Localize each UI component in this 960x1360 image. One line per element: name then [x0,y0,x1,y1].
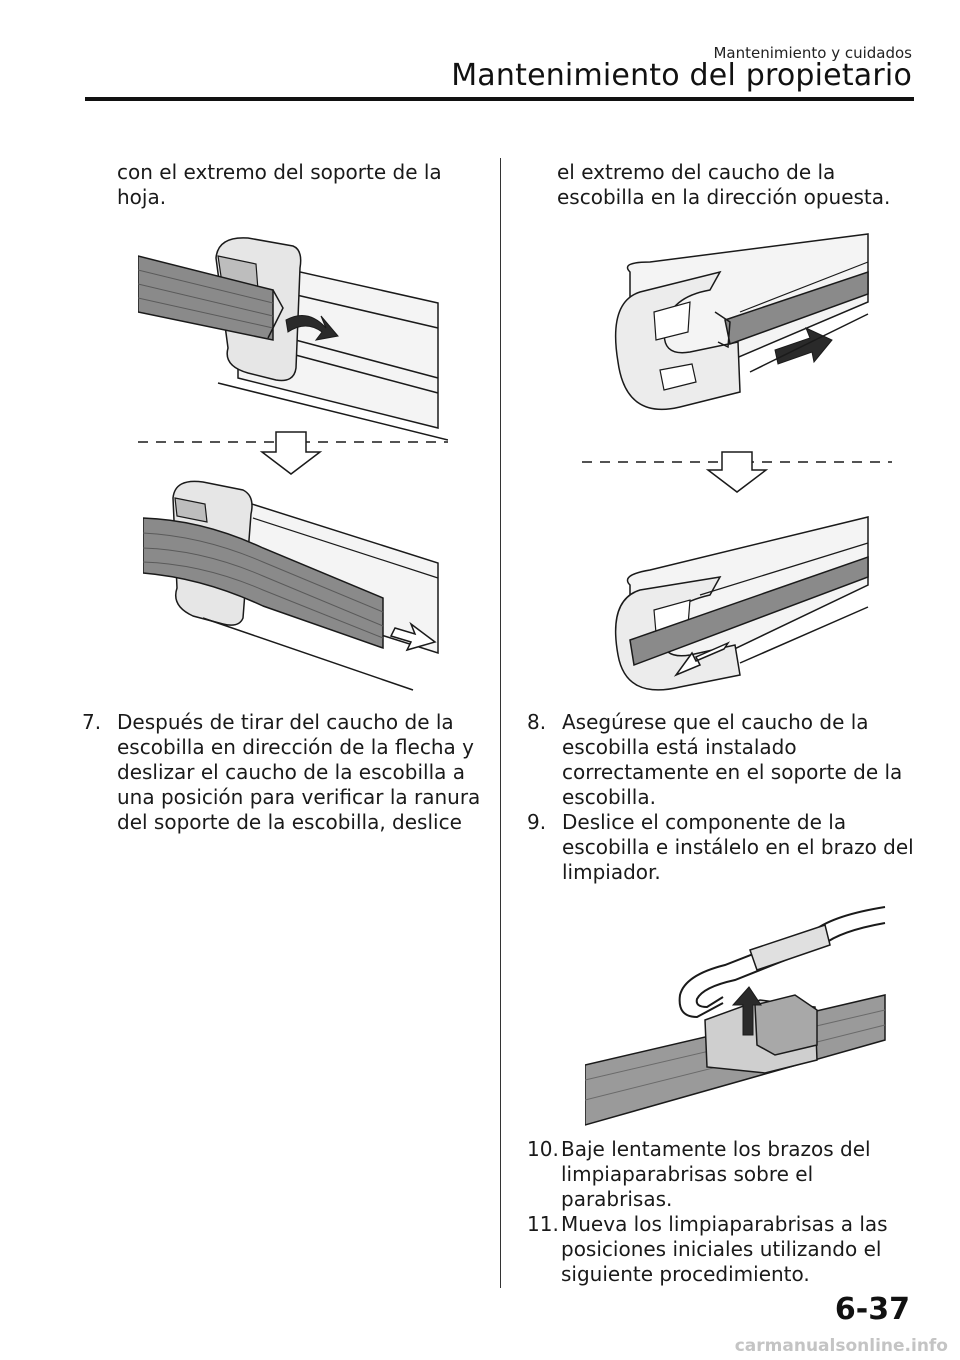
text-line: una posición para verificar la ranura [117,785,481,809]
step-number: 10. [527,1137,559,1161]
page-number: 6-37 [834,1292,910,1327]
text-line: limpiador. [562,860,661,884]
text-line: parabrisas. [561,1187,673,1211]
text-line: correctamente en el soporte de la [562,760,903,784]
text-line: Baje lentamente los brazos del [561,1137,871,1161]
down-arrow-icon [259,431,323,475]
wiper-arm-install-figure [585,906,886,1126]
chapter-title: Mantenimiento del propietario [451,58,912,93]
text-line: Asegúrese que el caucho de la [562,710,869,734]
section-title: Mantenimiento y cuidados [713,44,912,62]
text-line: hoja. [117,185,167,209]
step-transition-arrow-2 [582,451,892,493]
slide-arrow-icon [389,621,437,652]
wiper-rubber-slide-figure-2 [143,480,439,691]
text-line: escobilla en la dirección opuesta. [557,185,891,209]
rubber-strip [629,555,869,667]
text-line: con el extremo del soporte de la [117,160,442,184]
watermark: carmanualsonline.info [734,1336,948,1356]
text-line: del soporte de la escobilla, deslice [117,810,462,834]
rubber-strip [143,517,384,650]
step-number: 11. [527,1212,559,1236]
step-number: 8. [527,710,547,734]
install-arrow-icon [731,986,762,1036]
wiper-rubber-slide-figure-1 [138,237,448,441]
steps-10-11: 10. Baje lentamente los brazos del limpi… [527,1137,927,1287]
text-line: escobilla. [562,785,656,809]
step-7: 7. Después de tirar del caucho de la esc… [82,710,482,835]
slide-arrow-icon [673,641,731,677]
step-9: 9. Deslice el componente de la escobilla… [527,810,927,885]
down-arrow-icon [705,451,769,493]
wiper-rubber-end-figure-2 [614,516,869,691]
text-line: Deslice el componente de la [562,810,847,834]
text-line: el extremo del caucho de la [557,160,836,184]
rubber-strip [138,255,274,341]
text-line: escobilla en dirección de la flecha y [117,735,474,759]
header-rule [85,97,914,101]
text-line: limpiaparabrisas sobre el [561,1162,814,1186]
step-number: 7. [82,710,102,734]
step-number: 9. [527,810,547,834]
slide-arrow-icon [285,315,339,341]
wiper-rubber-end-figure-1 [614,233,869,411]
step-transition-arrow-1 [138,431,448,475]
text-line: posiciones iniciales utilizando el [561,1237,882,1261]
steps-8-9: 8. Asegúrese que el caucho de la escobil… [527,710,927,885]
step-10: 10. Baje lentamente los brazos del limpi… [527,1137,927,1212]
text-line: escobilla e instálelo en el brazo del [562,835,914,859]
column-divider [500,158,501,1288]
right-continuation-text: el extremo del caucho de la escobilla en… [557,160,890,210]
arm-hook [749,924,831,971]
text-line: Después de tirar del caucho de la [117,710,454,734]
step-8: 8. Asegúrese que el caucho de la escobil… [527,710,927,810]
text-line: escobilla está instalado [562,735,797,759]
left-continuation-text: con el extremo del soporte de la hoja. [117,160,442,210]
step-11: 11. Mueva los limpiaparabrisas a las pos… [527,1212,927,1287]
text-line: deslizar el caucho de la escobilla a [117,760,465,784]
text-line: siguiente procedimiento. [561,1262,810,1286]
text-line: Mueva los limpiaparabrisas a las [561,1212,888,1236]
